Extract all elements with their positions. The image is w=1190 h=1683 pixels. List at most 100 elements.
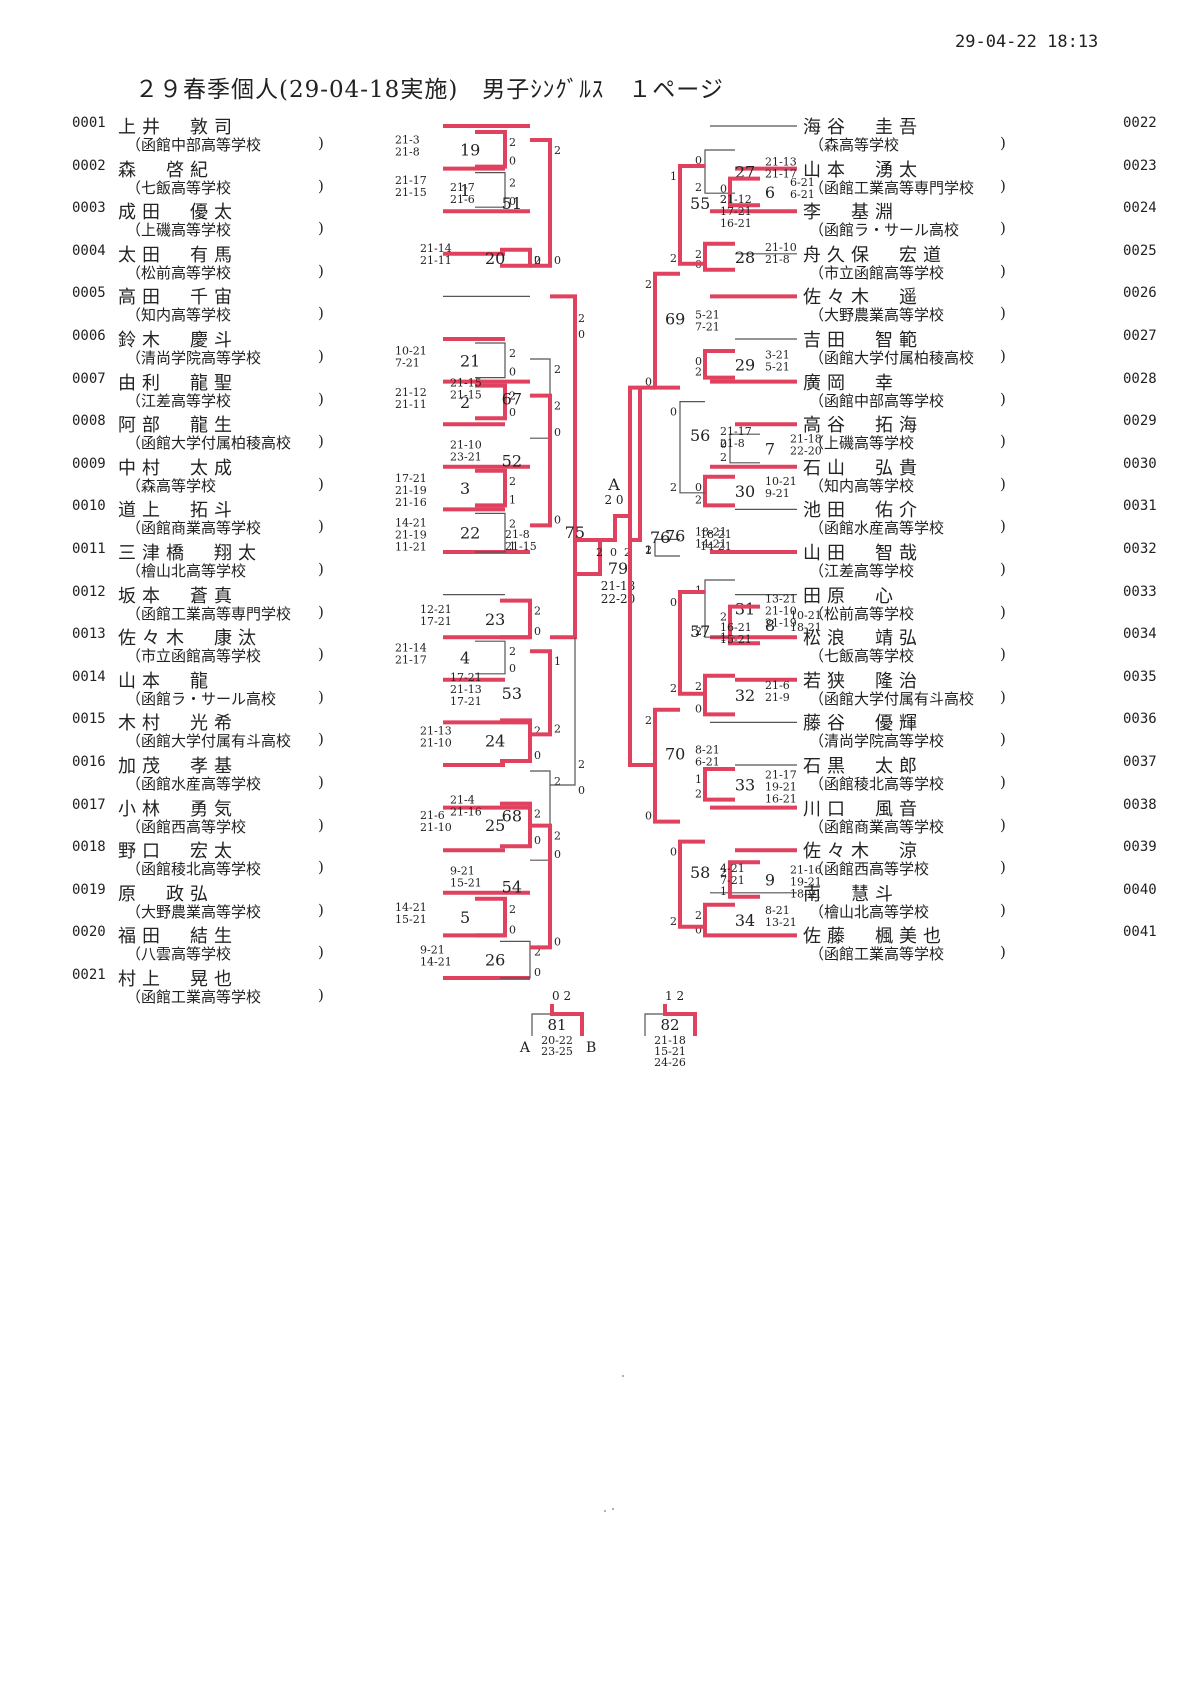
- player-name: 阿部 龍生: [118, 415, 238, 437]
- set-score: 15-21: [720, 633, 752, 646]
- print-timestamp: 29-04-22 18:13: [955, 32, 1099, 52]
- closing-paren: ): [318, 389, 324, 408]
- set-count: 2: [695, 680, 702, 693]
- match-bracket: [678, 590, 705, 696]
- player-school: （函館商業高等学校: [809, 817, 945, 836]
- set-score: 18-21: [790, 621, 822, 634]
- player-name: 佐藤 楓美也: [803, 926, 947, 948]
- set-score: 18-21: [700, 528, 732, 541]
- player-id: 0005: [72, 285, 106, 302]
- set-score: 21-6: [765, 679, 790, 692]
- player-entry: 海谷 圭吾（森高等学校)0022: [803, 115, 1157, 157]
- player-name: 山田 智哉: [803, 543, 923, 564]
- set-score: 21-17: [395, 654, 427, 667]
- player-name: 田原 心: [803, 585, 899, 607]
- set-count: 2: [695, 366, 702, 379]
- player-entry: 南 慧斗（檜山北高等学校)0040: [803, 882, 1157, 924]
- closing-paren: ): [1000, 602, 1006, 621]
- player-name: 森 啓紀: [118, 159, 214, 181]
- match-bracket: [500, 247, 532, 268]
- match-bracket: [728, 860, 760, 899]
- closing-paren: ): [318, 943, 324, 962]
- player-school: （函館水産高等学校: [809, 519, 945, 538]
- set-score: 21-18: [601, 579, 636, 593]
- match-number: 79: [608, 559, 628, 578]
- set-score: 15-21: [395, 913, 427, 926]
- set-count: 2: [509, 475, 516, 488]
- set-score: 18-21: [790, 888, 822, 901]
- player-school: （函館商業高等学校: [126, 519, 262, 538]
- player-id: 0036: [1123, 711, 1157, 728]
- set-count: 2: [645, 278, 652, 291]
- match-number: 9: [765, 871, 775, 890]
- player-id: 0038: [1123, 796, 1157, 813]
- player-id: 0013: [72, 626, 106, 643]
- set-score: 21-17: [765, 768, 797, 781]
- closing-paren: ): [318, 432, 324, 451]
- match-number: 56: [690, 426, 710, 445]
- player-name: 佐々木 康汰: [118, 628, 262, 650]
- match-number: 75: [565, 523, 585, 542]
- set-score: 21-8: [505, 528, 530, 541]
- player-id: 0033: [1123, 583, 1157, 600]
- player-name: 石黒 太郎: [803, 756, 923, 777]
- match-bracket: [475, 468, 507, 508]
- player-id: 0026: [1123, 285, 1157, 302]
- match-bracket: [475, 896, 507, 938]
- match-bracket: [703, 767, 735, 802]
- match-number: 25: [485, 816, 505, 835]
- set-count: 2: [670, 252, 677, 265]
- player-name: 中村 太成: [118, 457, 238, 479]
- set-score: 21-17: [765, 168, 797, 181]
- set-score: 21-8: [395, 145, 420, 158]
- set-score: 11-21: [395, 541, 427, 554]
- player-name: 廣岡 幸: [803, 372, 899, 394]
- player-name: 道上 拓斗: [118, 500, 238, 522]
- set-count: 1: [509, 540, 516, 553]
- match-bracket: [703, 474, 735, 508]
- set-count: 2: [720, 611, 727, 624]
- scan-speck: [612, 1508, 614, 1510]
- player-id: 0008: [72, 413, 106, 430]
- match-number: 5: [460, 908, 470, 927]
- set-score: 21-16: [790, 864, 822, 877]
- set-count: 2: [720, 193, 727, 206]
- player-id: 0040: [1123, 881, 1157, 898]
- player-school: （函館中部高等学校: [809, 391, 945, 410]
- match-number: 4: [460, 649, 470, 668]
- match-number: 30: [735, 482, 755, 501]
- closing-paren: ): [1000, 219, 1006, 238]
- match-number: 69: [665, 310, 685, 329]
- match-bracket: [703, 241, 735, 272]
- match-number: 81: [547, 1016, 566, 1034]
- player-entry: 山田 智哉（江差高等学校)0032: [803, 541, 1157, 583]
- match-number: 67: [502, 390, 522, 409]
- player-id: 0041: [1123, 924, 1157, 941]
- set-count: 2: [509, 390, 516, 403]
- set-count: 2: [554, 363, 561, 376]
- set-count: 0: [509, 923, 516, 936]
- set-count: 2: [695, 788, 702, 801]
- player-entry: 山本 湧太（函館工業高等専門学校)0023: [803, 158, 1157, 200]
- player-name: 南 慧斗: [803, 883, 899, 905]
- player-entry: 高谷 拓海（上磯高等学校)0029: [803, 413, 1157, 455]
- player-school: （大野農業高等学校: [126, 902, 262, 921]
- set-count: 0: [509, 662, 516, 675]
- match-bracket: [704, 149, 735, 194]
- player-entry: 松浪 靖弘（七飯高等学校)0034: [803, 626, 1157, 668]
- player-name: 上井 敦司: [118, 117, 238, 138]
- set-score: 21-10: [420, 737, 452, 750]
- set-count: 2: [534, 254, 541, 267]
- set-count: 2: [695, 625, 702, 638]
- set-score: 7-21: [720, 874, 745, 887]
- match-bracket: [628, 385, 655, 767]
- set-score: 9-21: [450, 865, 475, 878]
- player-school: （大野農業高等学校: [809, 306, 945, 325]
- player-entry: 舟久保 宏道（市立函館高等学校)0025: [803, 243, 1157, 285]
